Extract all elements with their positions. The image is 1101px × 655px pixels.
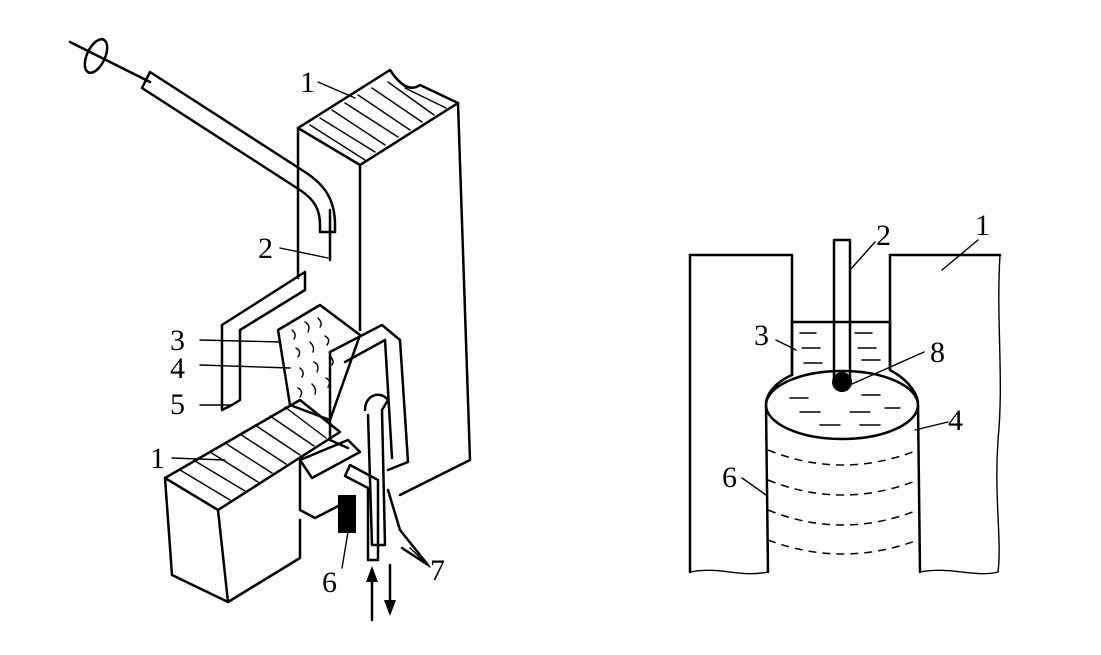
base-metal-upper <box>296 68 472 497</box>
label-right-6: 6 <box>722 461 737 494</box>
label-right-4: 4 <box>948 404 963 437</box>
right-leader-lines <box>741 239 979 496</box>
weld-metal-block <box>338 495 356 533</box>
label-right-3: 3 <box>754 319 769 352</box>
copper-shoe-front <box>298 323 430 567</box>
label-left-1-bottom: 1 <box>150 442 165 475</box>
left-leader-lines <box>171 81 431 569</box>
right-figure: 2 1 3 8 4 6 <box>688 209 1002 575</box>
label-left-4: 4 <box>170 352 185 385</box>
label-right-8: 8 <box>930 336 945 369</box>
label-left-3: 3 <box>170 324 185 357</box>
right-plate-left <box>688 253 794 377</box>
weld-solidified-layers <box>767 449 919 555</box>
slag-bath-hatch <box>799 332 881 364</box>
metal-droplet <box>832 372 852 392</box>
label-left-7: 7 <box>430 554 445 587</box>
wire-feed <box>68 37 337 234</box>
label-left-6: 6 <box>322 566 337 599</box>
water-flow-arrows <box>366 563 396 622</box>
label-left-2: 2 <box>258 232 273 265</box>
label-left-1-top: 1 <box>300 66 315 99</box>
weld-left-wall <box>764 403 770 574</box>
right-plate-break <box>996 254 1002 573</box>
label-left-5: 5 <box>170 388 185 421</box>
label-right-2: 2 <box>876 219 891 252</box>
weld-right-wall <box>916 403 922 574</box>
label-right-1: 1 <box>975 209 990 242</box>
electrode-rod <box>832 238 852 382</box>
slag-and-pool <box>276 303 362 422</box>
base-metal-lower <box>163 398 342 604</box>
left-figure: 1 2 3 4 5 1 6 7 <box>68 37 472 622</box>
copper-shoe-back <box>220 270 307 412</box>
